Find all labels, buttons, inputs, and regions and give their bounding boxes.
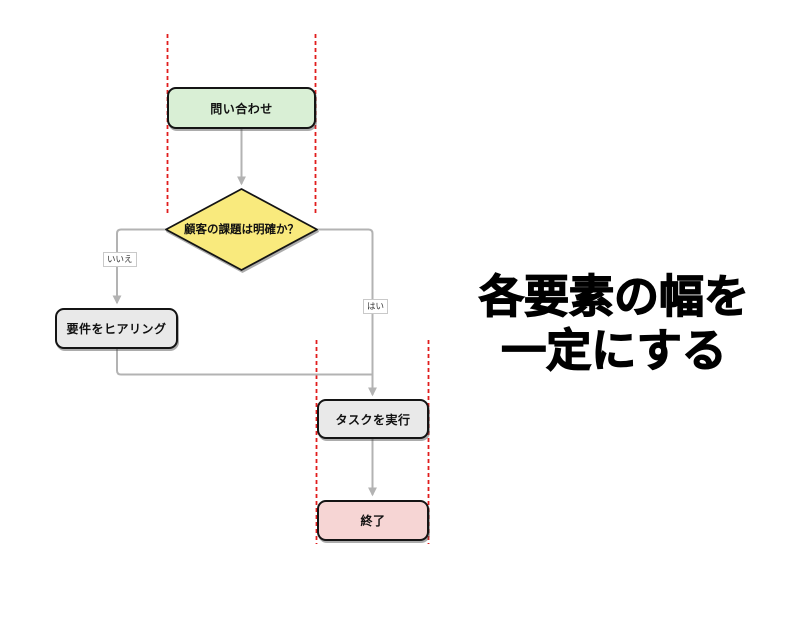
edge-decision-yes-to-task xyxy=(317,228,377,397)
node-end-label: 終了 xyxy=(360,514,386,528)
edge-decision-no-to-hearing xyxy=(112,228,166,305)
slide-title: 各要素の幅を 一定にする xyxy=(440,270,788,378)
node-start-inquiry: 問い合わせ xyxy=(167,87,316,129)
edge-hearing-to-merge xyxy=(116,349,373,376)
decision-diamond-shape xyxy=(165,188,318,271)
edge-label-no: いいえ xyxy=(103,252,137,267)
node-hearing-label: 要件をヒアリング xyxy=(66,322,167,336)
node-start-label: 問い合わせ xyxy=(210,101,273,116)
slide-title-line-1: 各要素の幅を xyxy=(478,270,749,322)
node-decision-label: 顧客の課題は明確か？ xyxy=(184,224,299,236)
node-task-label: タスクを実行 xyxy=(335,412,411,427)
edge-label-yes: はい xyxy=(363,299,389,314)
node-hearing-requirements: 要件をヒアリング xyxy=(55,308,178,349)
node-end: 終了 xyxy=(317,500,429,541)
node-execute-task: タスクを実行 xyxy=(317,399,429,439)
slide-title-line-2: 一定にする xyxy=(501,324,728,376)
